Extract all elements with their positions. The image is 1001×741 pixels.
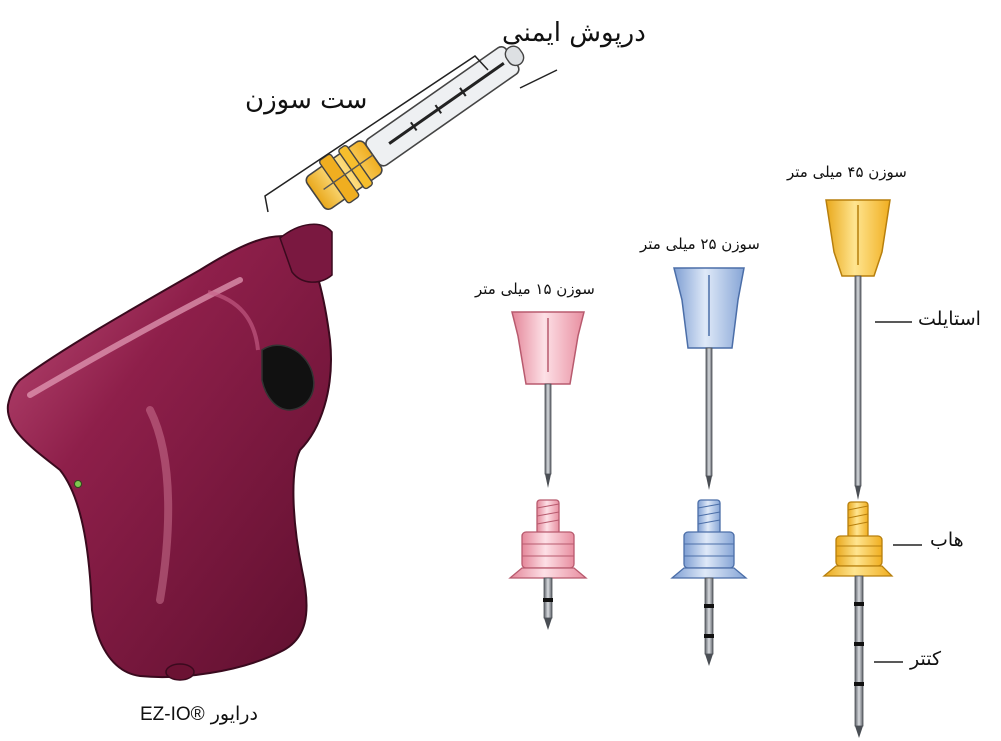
needle-25-label: سوزن ۲۵ میلی متر [640,235,760,253]
safety-cap-leader [520,70,557,88]
needle-25-hub [672,500,746,578]
needle-15mm [510,312,586,630]
stylet-label: استایلت [918,308,981,330]
needle-set-on-driver [301,30,536,217]
needle-15-stylet [545,384,551,474]
needle-25-catheter [705,578,713,654]
led-indicator [75,481,82,488]
needle-45-stylet [855,276,861,486]
needle-25mm [672,268,746,666]
ez-io-driver [8,30,536,680]
catheter-label: کتتر [910,648,941,670]
needle-15-label: سوزن ۱۵ میلی متر [475,280,595,298]
needle-45-catheter [855,576,863,726]
needle-45-label: سوزن ۴۵ میلی متر [787,163,907,181]
driver-label-word: درایور [211,703,258,725]
needle-15-hub [510,500,586,578]
driver-brand: EZ-IO® [140,704,205,725]
needle-45mm [824,200,892,738]
needle-set-label: ست سوزن [245,85,367,115]
driver-label: درایور EZ-IO® [140,703,258,726]
safety-cap-label: درپوش ایمنی [502,18,646,48]
needle-45-hub [824,502,892,576]
needle-25-stylet [706,348,712,476]
hub-label: هاب [930,529,964,551]
driver-body [8,236,331,677]
